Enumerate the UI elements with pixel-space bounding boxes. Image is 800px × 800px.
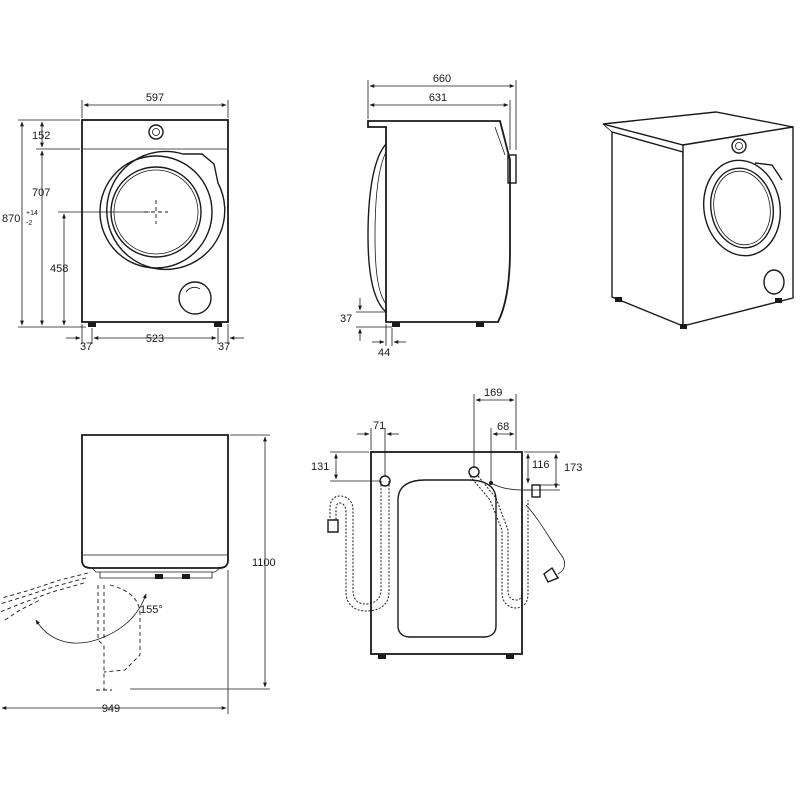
side-foot-front [392,322,400,327]
isometric-view [602,111,794,329]
rear-cabinet [370,451,523,655]
drain-offset-label: 71 [373,420,385,432]
front-foot-left [88,322,96,327]
power-plug-clip [531,484,541,498]
side-door-bulge [367,143,387,313]
side-foot-offset-label: 44 [378,347,390,359]
rear-service-panel [397,479,497,638]
drum-center-height-label: 458 [50,263,68,275]
iso-door-icon [702,159,783,257]
open-door-outline [0,572,141,691]
power-plug-icon [543,566,560,583]
iso-filter-icon [763,269,785,295]
side-rear-hose-connector [507,154,517,184]
front-width-label: 597 [146,92,164,104]
opening-angle-label: 155° [140,604,163,616]
top-panel-height-label: 152 [32,130,50,142]
foot-right-offset-label: 37 [218,341,230,353]
iso-front [682,126,794,327]
side-view: 660 631 37 44 [340,73,517,359]
height-tolerance-plus: +14 [26,210,38,217]
door-height-label: 707 [32,187,50,199]
body-depth-label: 631 [429,92,447,104]
drain-hose [327,481,390,612]
total-height-label: 870 [2,213,20,225]
power-offset-label: 68 [497,421,509,433]
front-view: 597 870 +14 -2 152 707 458 523 37 37 [2,92,244,353]
power-height-label: 116 [532,459,550,471]
feet-span-label: 523 [146,333,164,345]
side-cabinet [367,120,511,323]
inlet-height-label: 173 [564,462,582,474]
open-depth-label: 949 [102,703,120,715]
inlet-offset-label: 169 [484,387,502,399]
height-tolerance-minus: -2 [26,220,32,227]
open-total-height-label: 1100 [252,557,276,569]
rear-view: 71 131 169 68 116 173 [311,387,582,659]
inlet-hose [469,475,529,609]
water-inlet-icon [468,466,480,478]
opening-angle-arc [35,593,147,644]
power-cord [490,482,566,583]
open-view-cabinet [81,434,229,569]
front-cabinet [81,119,229,323]
door-icon [99,150,226,271]
total-depth-label: 660 [433,73,451,85]
filter-cover-icon [178,281,212,315]
program-dial-icon [148,124,164,140]
side-foot-rear [476,322,484,327]
drain-height-label: 131 [311,461,329,473]
foot-left-offset-label: 37 [80,341,92,353]
iso-left-side [611,131,684,328]
iso-dial-icon [731,138,747,154]
front-foot-right [214,322,222,327]
door-open-view: 155° 1100 949 [0,434,276,715]
side-foot-height-label: 37 [340,313,352,325]
